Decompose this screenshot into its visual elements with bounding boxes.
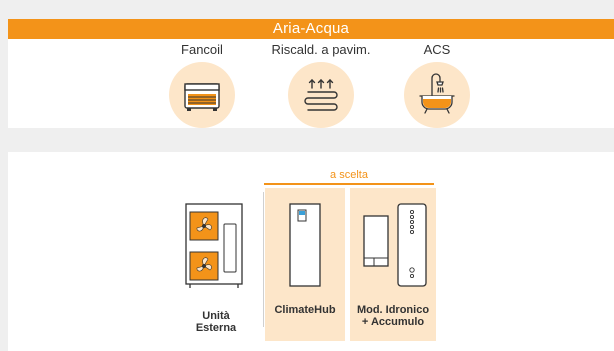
fancoil-icon	[169, 62, 235, 128]
underfloor-heating-icon	[288, 62, 354, 128]
choice-underline	[264, 183, 434, 185]
choice-label: a scelta	[330, 169, 368, 181]
applications-panel: Aria-Acqua Fancoil Riscald. a pavim.	[8, 19, 614, 128]
outdoor-unit-label-line2: Esterna	[195, 322, 237, 334]
application-label: Riscald. a pavim.	[271, 42, 371, 57]
outdoor-unit-icon	[185, 203, 243, 288]
system-panel: a scelta Unità Esterna	[8, 152, 614, 351]
application-label: ACS	[423, 42, 451, 57]
hydro-module-label-line2: + Accumulo	[361, 316, 425, 328]
divider	[263, 192, 264, 327]
outdoor-unit-label: Unità Esterna	[178, 310, 254, 334]
hydro-module-tank-icon	[363, 203, 427, 287]
application-fancoil: Fancoil	[147, 42, 257, 128]
outdoor-unit: Unità Esterna	[178, 200, 254, 340]
application-underfloor-heating: Riscald. a pavim.	[266, 42, 376, 128]
section-title: Aria-Acqua	[8, 19, 614, 39]
application-label: Fancoil	[181, 42, 223, 57]
hydro-module-label: Mod. Idronico + Accumulo	[350, 304, 436, 328]
outdoor-unit-label-line1: Unità	[202, 310, 230, 322]
hydro-module-label-line1: Mod. Idronico	[356, 304, 430, 316]
climatehub-unit: ClimateHub	[265, 188, 345, 341]
bathtub-shower-icon	[404, 62, 470, 128]
climatehub-icon	[289, 203, 321, 287]
hydro-module-unit: Mod. Idronico + Accumulo	[350, 188, 436, 341]
application-acs: ACS	[382, 42, 492, 128]
climatehub-label: ClimateHub	[274, 304, 336, 316]
